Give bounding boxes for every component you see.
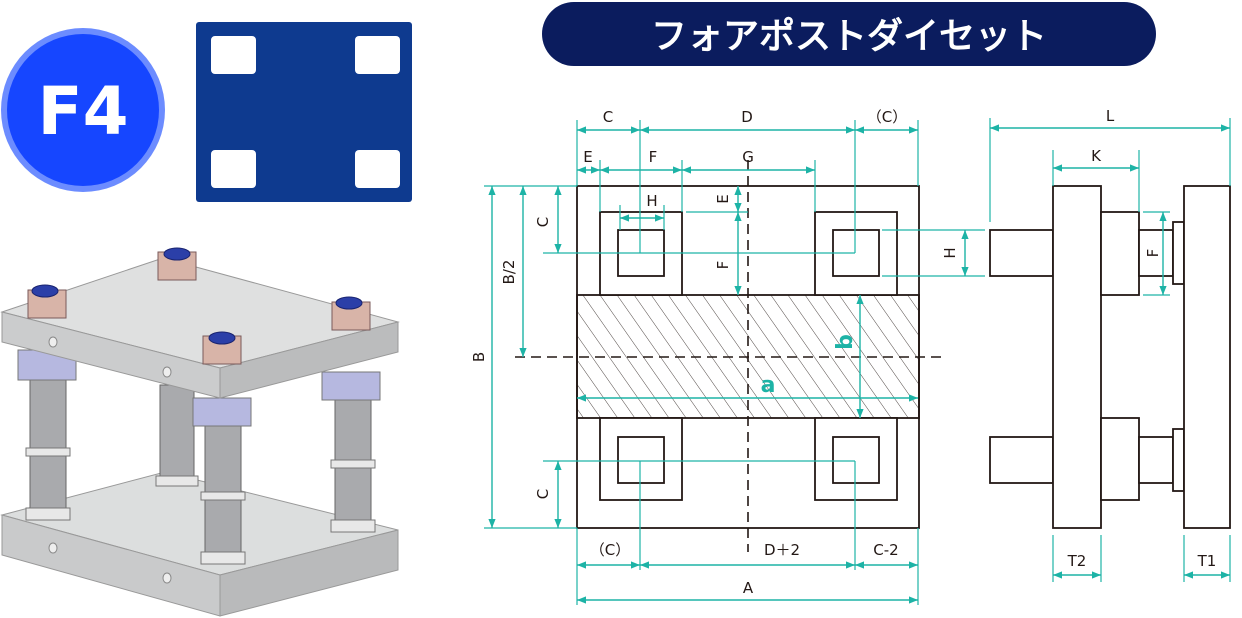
dim-c-paren-bottom: （C） [590, 541, 630, 559]
dim-l: L [1106, 107, 1115, 125]
dim-c-left-top: C [534, 217, 552, 227]
four-post-plate-icon [196, 22, 412, 202]
dim-c-paren-top: （C） [867, 108, 907, 126]
title-banner: フォアポストダイセット [542, 2, 1156, 66]
page-title: フォアポストダイセット [651, 15, 1047, 57]
die-set-3d-render [0, 247, 400, 617]
dim-c-minus-2: C-2 [873, 541, 898, 559]
dim-f-inner: F [714, 261, 732, 270]
front-view-drawing: C D （C） E F G H E F C B/2 B C a b （C） D＋… [470, 108, 985, 605]
dim-b: B [470, 352, 488, 362]
f4-badge: F4 [1, 28, 165, 192]
dim-e-inner: E [714, 194, 732, 203]
dim-c-left-bottom: C [534, 489, 552, 499]
dim-f-side: F [1144, 249, 1162, 258]
side-view-drawing: L K H F T2 T1 [941, 107, 1231, 582]
dim-e-top: E [583, 148, 592, 166]
dim-d-plus-2: D＋2 [764, 541, 800, 559]
dim-d: D [741, 108, 753, 126]
dim-b-half: B/2 [500, 260, 518, 285]
dim-t1: T1 [1197, 552, 1217, 570]
dim-h: H [646, 192, 657, 210]
dim-c-top: C [603, 108, 613, 126]
dim-b-section: b [833, 334, 858, 350]
dim-h-side: H [941, 247, 959, 258]
dim-f-top: F [649, 148, 658, 166]
dim-a-section: a [761, 373, 776, 398]
dim-a: A [743, 579, 754, 597]
dim-k: K [1091, 147, 1102, 165]
badge-label: F4 [37, 73, 128, 150]
dim-g: G [742, 148, 754, 166]
dim-t2: T2 [1067, 552, 1087, 570]
